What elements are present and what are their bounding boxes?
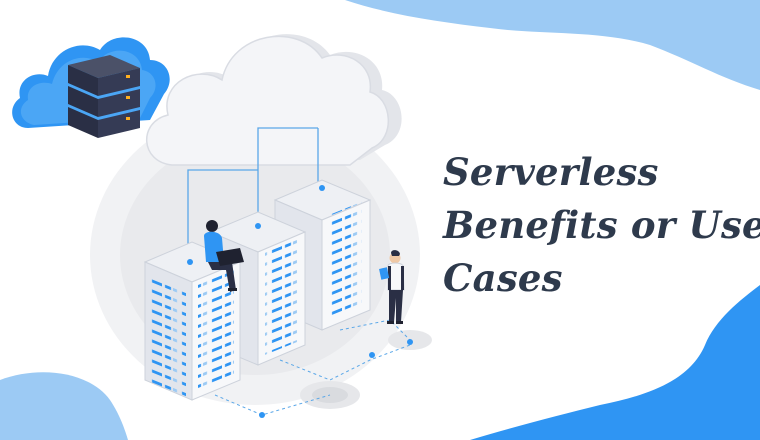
top-right-blob [345, 0, 760, 90]
title-line-3: Cases [443, 256, 563, 300]
server-rack-icon [143, 241, 242, 401]
page-title: Serverless Benefits or Use Cases [443, 146, 760, 305]
title-line-2: Benefits or Use [443, 203, 760, 247]
bottom-left-blob [0, 372, 128, 440]
title-line-1: Serverless [443, 150, 659, 194]
bottom-right-blob [470, 285, 760, 440]
